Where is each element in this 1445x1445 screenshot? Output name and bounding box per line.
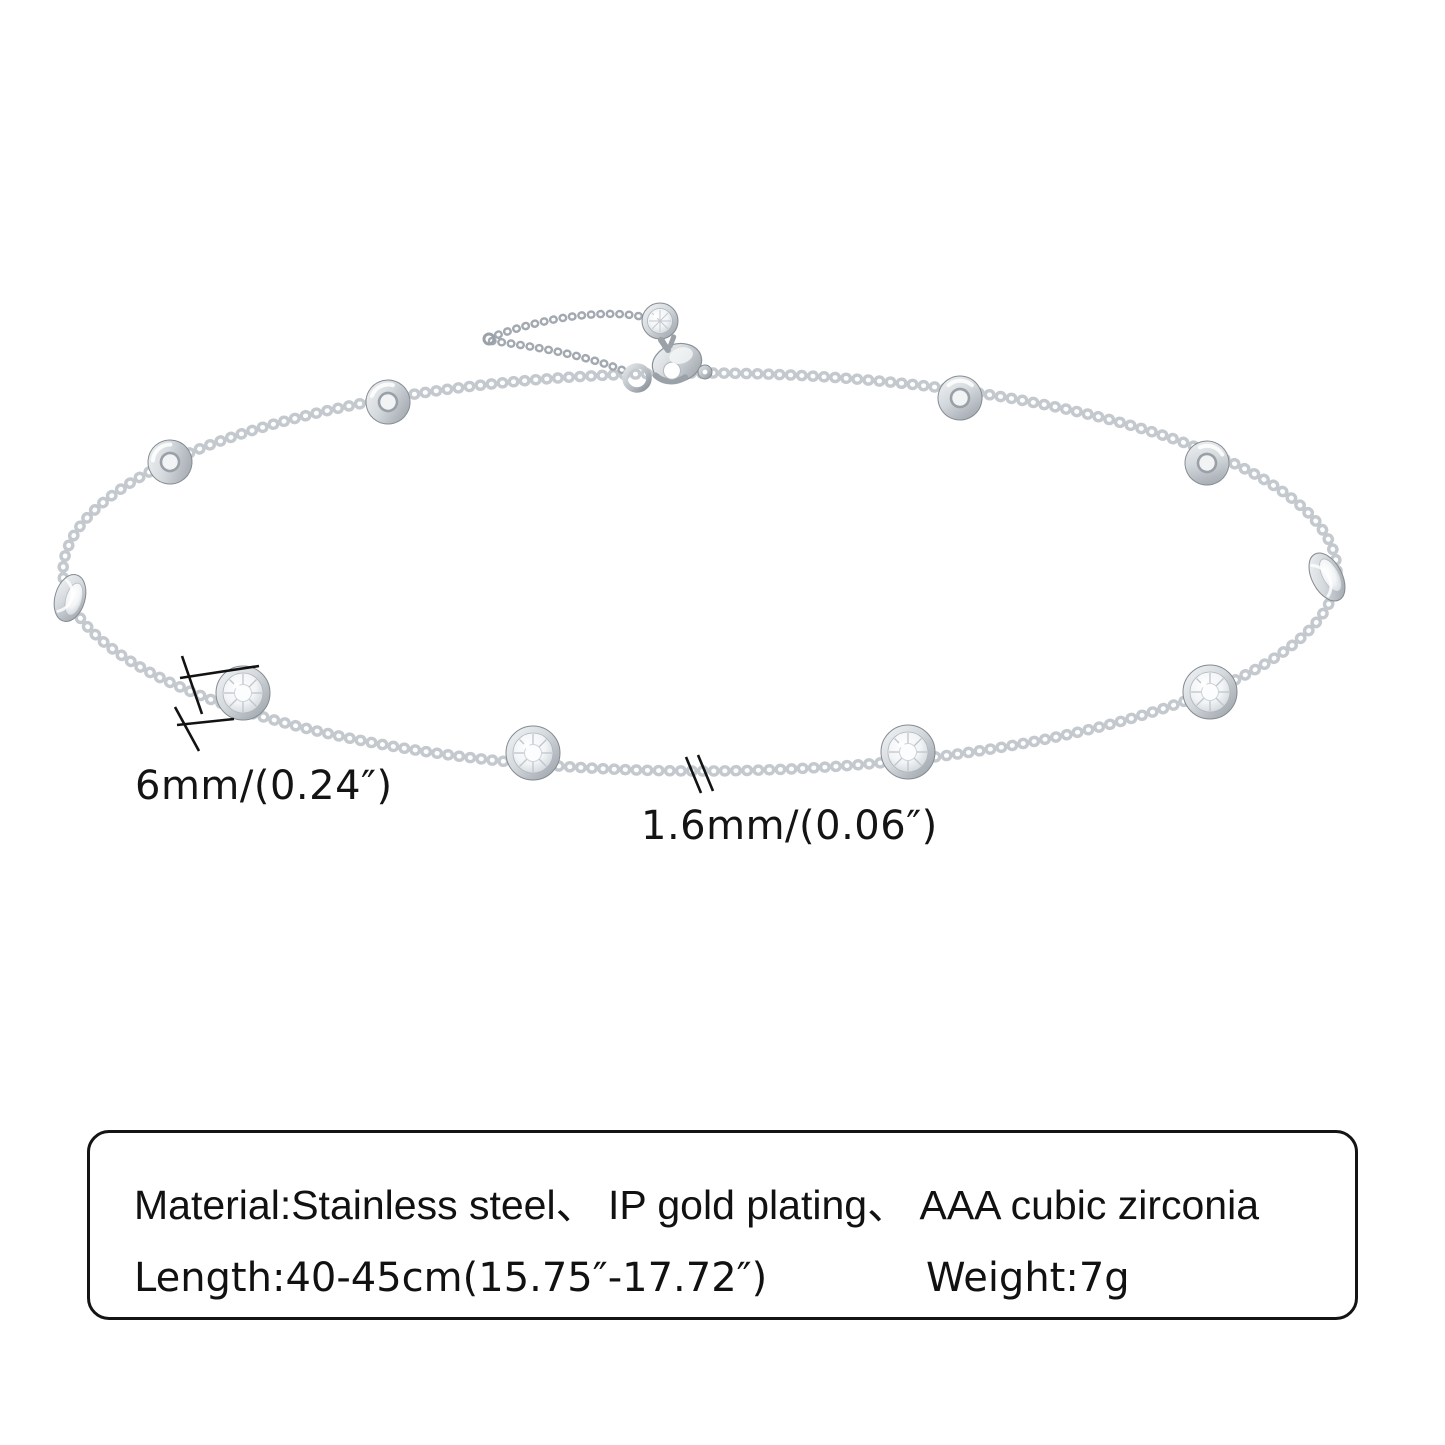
cz-stone-3: [880, 724, 936, 780]
spec-box: Material:Stainless steel、 IP gold platin…: [87, 1130, 1358, 1320]
dimension-marks-chain: [684, 754, 715, 794]
chain-size-label: 1.6mm/(0.06″): [641, 803, 938, 849]
length-text: Length:40-45cm(15.75″-17.72″): [134, 1255, 768, 1301]
clasp-body: [651, 334, 703, 385]
cz-stone-4: [1182, 664, 1238, 720]
edge-stone-right: [1299, 545, 1355, 609]
extender-drop-stone: [641, 302, 679, 351]
stone-size-label: 6mm/(0.24″): [135, 763, 393, 809]
spacer-bead-3: [931, 369, 989, 427]
dimension-marks-stone: [173, 655, 260, 752]
extender-chain: [482, 309, 653, 377]
lobster-clasp: [622, 334, 713, 393]
extender-fold-link: [482, 332, 496, 346]
cz-stone-2: [505, 725, 561, 781]
weight-text: Weight:7g: [926, 1255, 1130, 1301]
spacer-bead-2: [359, 373, 417, 431]
cz-stone-annotated: [215, 665, 271, 721]
material-text: Material:Stainless steel、 IP gold platin…: [134, 1182, 1260, 1228]
clasp-jump-ring: [622, 363, 652, 393]
spacer-bead-1: [137, 429, 203, 495]
